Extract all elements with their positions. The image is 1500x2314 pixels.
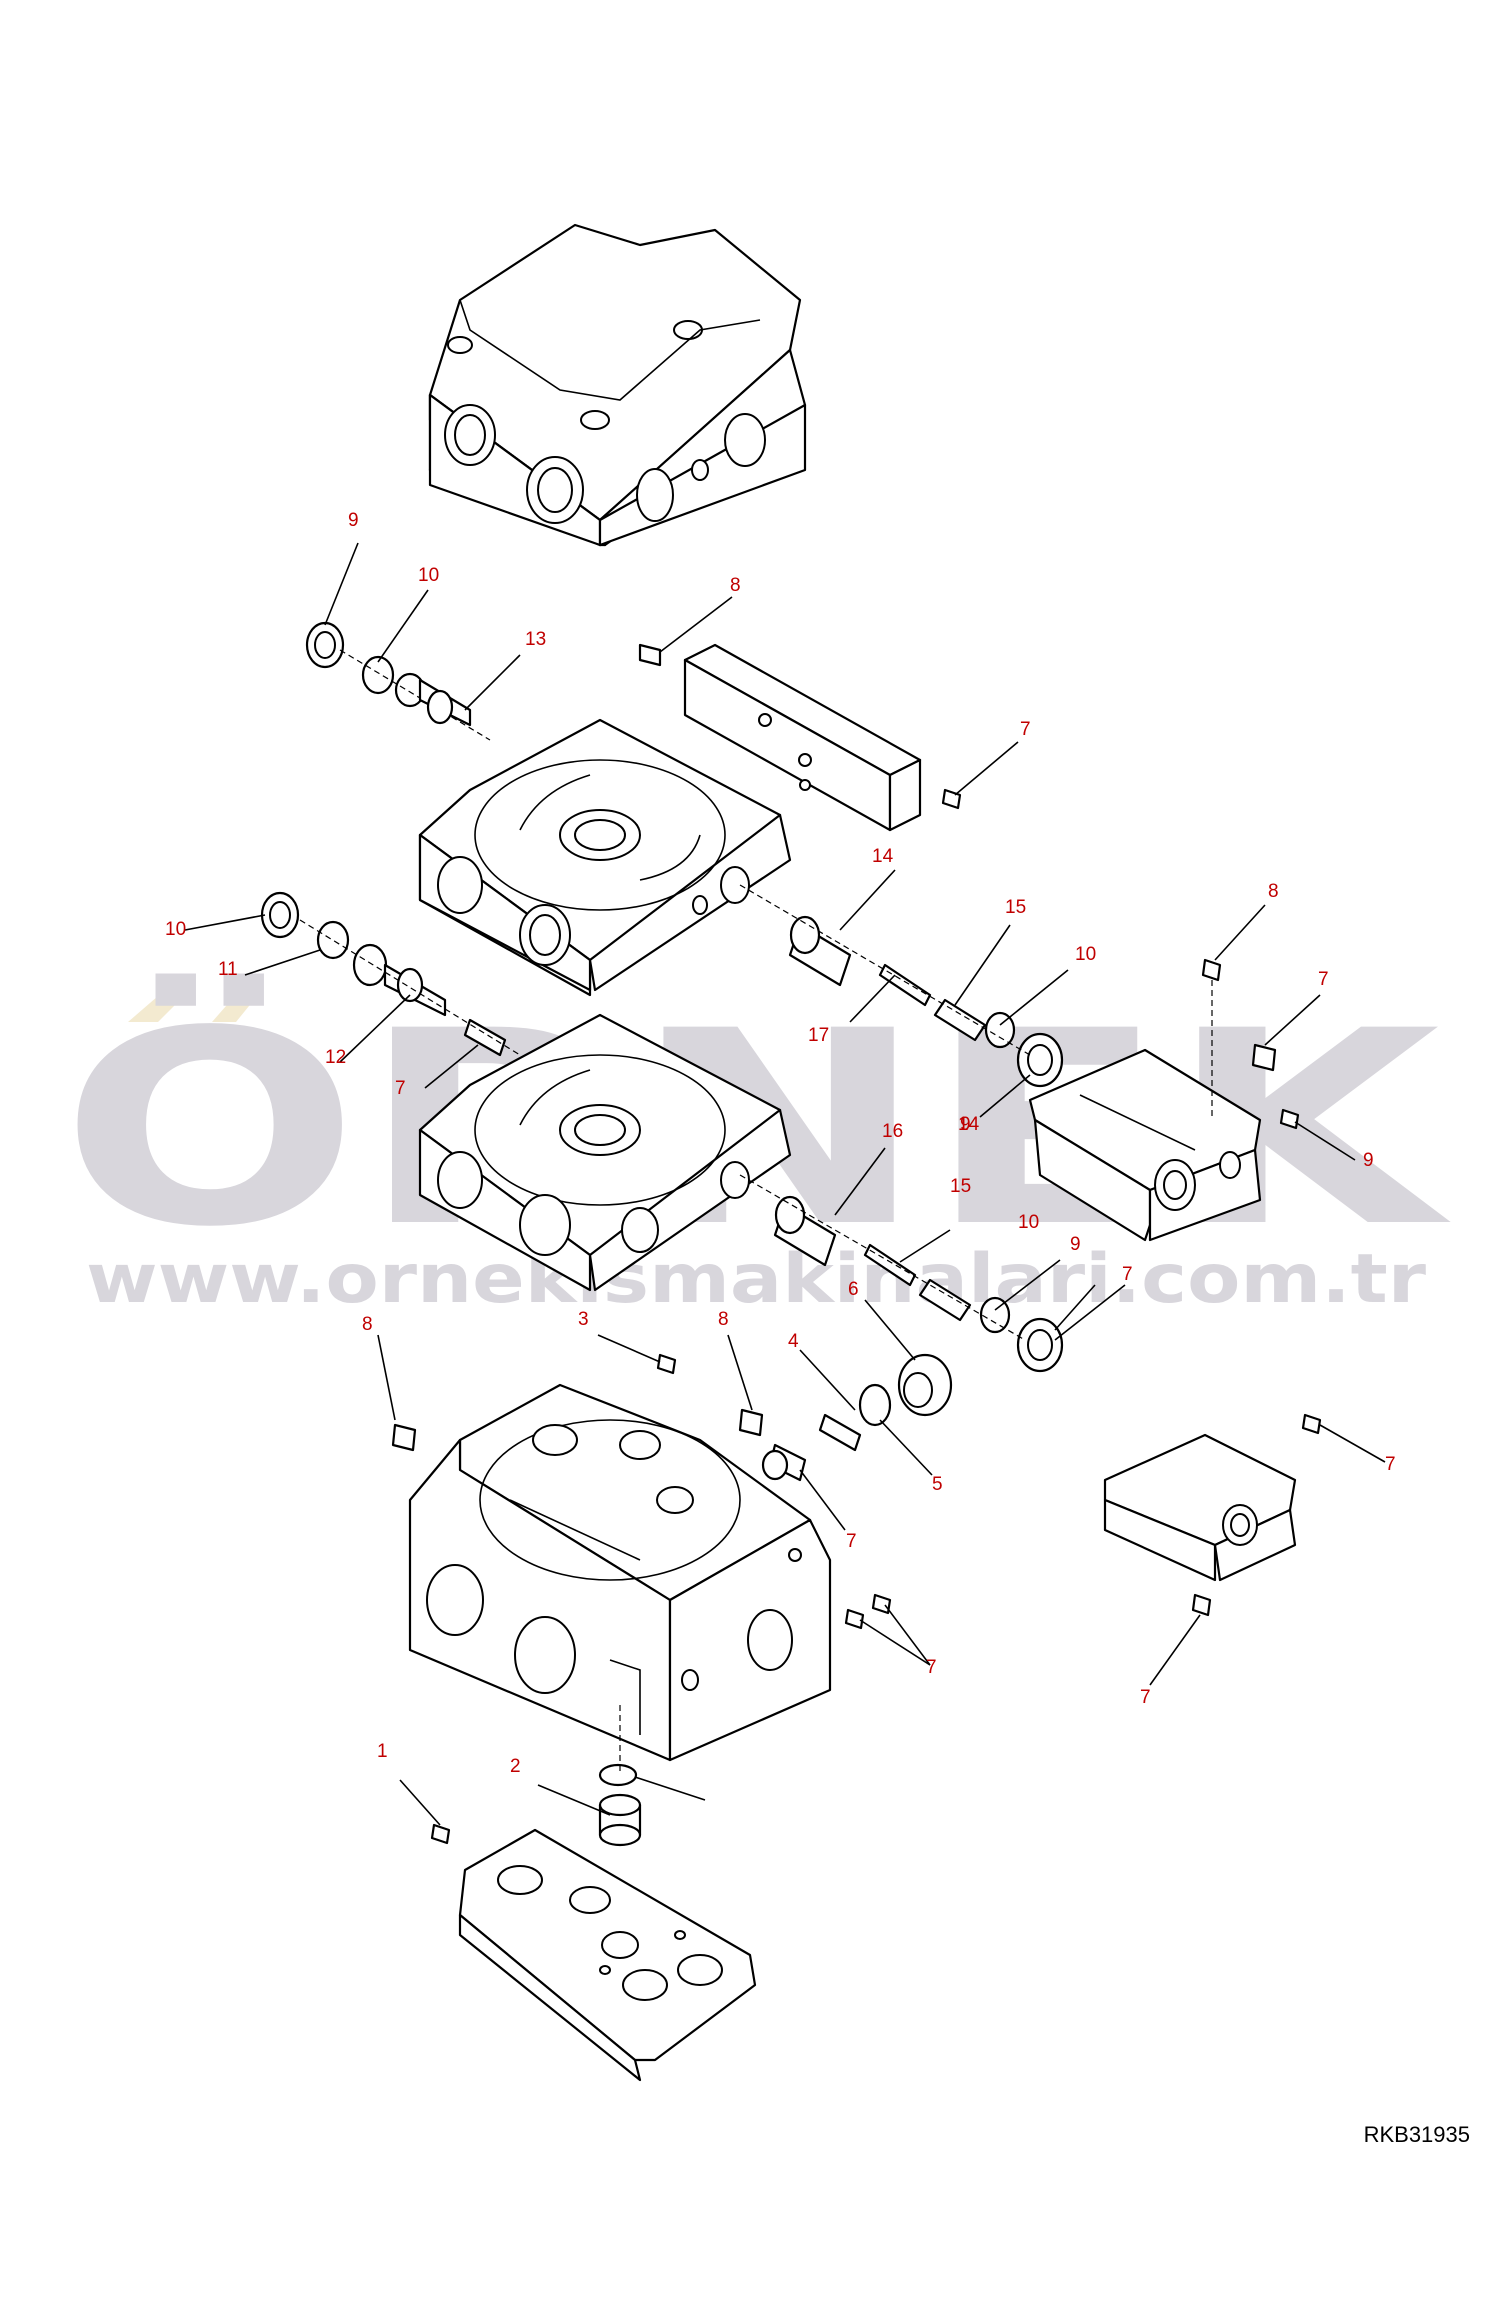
leader-lines [184, 542, 1386, 1826]
callout-7: 3 [578, 1309, 589, 1330]
callout-8: 7 [1318, 969, 1329, 990]
drawing-reference-code: RKB31935 [1363, 2122, 1470, 2147]
watermark-url: www.ornekismakinalari.com.tr [86, 1240, 1427, 1319]
callout-10: 11 [218, 959, 238, 980]
callout-9: 14 [958, 1114, 980, 1135]
callout-10: 10 [418, 565, 439, 586]
callout-11: 12 [325, 1047, 346, 1068]
callout-4: 5 [932, 1474, 943, 1495]
callout-8: 8 [730, 575, 741, 596]
valve-rail [683, 643, 922, 832]
upper-section-block [418, 718, 792, 997]
callout-3: 6 [848, 1279, 859, 1300]
right-upper-subblock [1028, 1048, 1262, 1242]
callout-7: 7 [1385, 1454, 1396, 1475]
callout-5: 7 [846, 1531, 857, 1552]
callout-7: 7 [1020, 719, 1031, 740]
callout-15: 15 [1005, 897, 1026, 918]
bottom-plate [458, 1828, 757, 2082]
callout-9: 9 [348, 510, 359, 531]
callout-6: 4 [788, 1331, 799, 1352]
callout-16: 15 [950, 1176, 971, 1197]
callout-14: 14 [872, 846, 894, 867]
small-parts [260, 621, 1322, 1847]
lower-section-block [418, 1013, 792, 1292]
main-body-block [408, 1383, 832, 1762]
callout-15: 10 [1018, 1212, 1039, 1233]
right-lower-subblock [1103, 1433, 1297, 1582]
callout-17: 17 [808, 1025, 829, 1046]
callout-7: 1 [377, 1741, 388, 1762]
callout-14: 16 [882, 1121, 903, 1142]
callout-9: 7 [1122, 1264, 1133, 1285]
callout-8: 8 [362, 1314, 373, 1335]
callout-7: 9 [1363, 1150, 1374, 1171]
callout-8: 8 [718, 1309, 729, 1330]
callout-9: 9 [960, 1114, 971, 1135]
callout-13: 13 [525, 629, 546, 650]
callout-10: 9 [1070, 1234, 1081, 1255]
callout-7: 8 [1268, 881, 1279, 902]
callout-7: 7 [926, 1657, 937, 1678]
callouts: 9 10 13 8 7 14 15 10 17 9 10 11 12 7 8 7… [165, 510, 1396, 1777]
top-cover-block [428, 223, 807, 547]
callout-12: 7 [395, 1078, 406, 1099]
callout-1: 2 [510, 1756, 521, 1777]
callout-10: 10 [1075, 944, 1096, 965]
callout-9: 10 [165, 919, 186, 940]
callout-7: 7 [1140, 1687, 1151, 1708]
